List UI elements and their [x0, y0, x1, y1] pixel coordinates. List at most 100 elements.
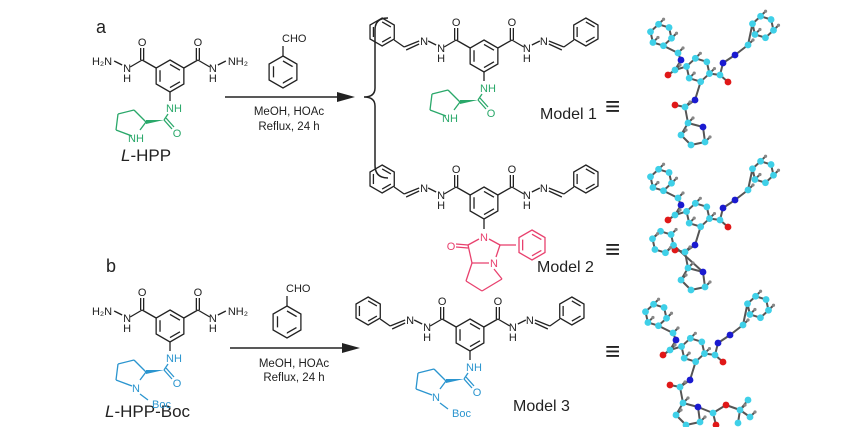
model-atom-h — [684, 273, 688, 277]
model-atom-c — [711, 351, 719, 359]
model-bond — [742, 303, 749, 326]
model-atom-c — [647, 28, 654, 36]
carbonyl-oxygen: O — [138, 287, 147, 299]
amide-nh-label: NH — [480, 83, 496, 95]
model-atom-c — [716, 71, 724, 79]
amide-hydrogen: H — [209, 73, 217, 85]
model-atom-h — [751, 183, 755, 187]
carbonyl-oxygen: O — [138, 37, 147, 49]
h2n-label: H₂N — [92, 306, 112, 318]
model-atom-c — [696, 418, 704, 426]
model-atom-o — [664, 71, 672, 79]
model-atom-c — [649, 235, 656, 243]
model-atom-h — [691, 116, 695, 120]
model-atom-c — [736, 406, 744, 414]
model-atom-c — [765, 306, 772, 314]
model-atom-h — [712, 66, 717, 71]
model-atom-h — [693, 331, 697, 335]
model-atom-c — [701, 283, 709, 291]
amide-nitrogen: N — [523, 190, 531, 202]
product-brace — [363, 17, 389, 179]
conditions-b-line2: Reflux, 24 h — [263, 372, 324, 384]
conditions-b-line1: MeOH, HOAc — [259, 358, 330, 370]
imine-nitrogen: N — [420, 183, 428, 195]
model-atom-c — [770, 26, 777, 34]
model-atom-h — [688, 245, 692, 249]
model-atom-c — [649, 184, 657, 191]
model-atom-c — [762, 34, 769, 42]
reactant-label-lhpp-boc: L-HPP-Boc — [105, 402, 191, 421]
model-atom-h — [684, 128, 688, 132]
model-atom-c — [660, 304, 668, 311]
model-atom-c — [692, 358, 700, 366]
model-atom-o — [719, 358, 727, 366]
model-atom-c — [744, 396, 752, 404]
model-atom-c — [672, 411, 680, 419]
amide-hydrogen: H — [437, 53, 445, 65]
model-atom-h — [676, 326, 680, 330]
model-atom-c — [681, 103, 689, 111]
equiv-sign-3: ≡ — [605, 336, 620, 366]
boc-label: Boc — [152, 399, 171, 411]
reaction-arrow-a — [225, 92, 355, 102]
model-atom-n — [714, 339, 722, 347]
model-atom-c — [647, 173, 654, 181]
model-atom-c — [749, 165, 756, 173]
model-atom-c — [767, 161, 775, 168]
model-atom-n — [699, 123, 707, 131]
model-atom-h — [687, 351, 691, 355]
amide-oxygen: O — [173, 378, 182, 390]
pyrrolidine-n-label: N — [432, 392, 440, 404]
conditions-a-line1: MeOH, HOAc — [254, 106, 325, 118]
pyrrolidine-n-label: NH — [128, 133, 144, 145]
model-atom-c — [691, 199, 699, 207]
model-atom-c — [770, 171, 777, 179]
model-atom-h — [674, 176, 679, 180]
model-atom-c — [685, 74, 693, 82]
model-bond — [747, 23, 754, 46]
model-atom-c — [674, 49, 682, 57]
model-atom-h — [692, 71, 696, 75]
amide-nh-label: NH — [166, 103, 182, 115]
benzaldehyde-reagent-b: CHO — [272, 283, 311, 339]
model-atom-h — [776, 23, 781, 27]
model-atom-h — [708, 135, 712, 139]
amide-nitrogen: N — [123, 63, 131, 75]
model-atom-h — [763, 154, 768, 158]
model-atom-c — [684, 119, 692, 127]
model-atom-c — [668, 34, 675, 42]
carbonyl-oxygen: O — [508, 164, 517, 176]
model-atom-c — [751, 176, 759, 183]
carbonyl-oxygen: O — [194, 287, 203, 299]
model-atom-c — [767, 16, 775, 23]
model-atom-h — [669, 311, 674, 315]
model-atom-c — [685, 219, 693, 227]
carbonyl-oxygen: O — [494, 296, 503, 308]
model-atom-h — [708, 280, 712, 284]
model-atom-c — [677, 276, 685, 284]
svg-text:≡: ≡ — [605, 234, 620, 264]
amide-nitrogen: N — [209, 313, 217, 325]
amide-nitrogen: N — [423, 322, 431, 334]
model-atom-c — [663, 314, 670, 322]
model-atom-c — [757, 157, 764, 165]
model-atom-c — [762, 179, 769, 187]
model-atom-o — [659, 351, 667, 359]
model-atom-h — [681, 46, 685, 50]
model-atom-c — [671, 66, 679, 74]
model-atom-o — [724, 78, 732, 86]
model-atom-o — [671, 101, 679, 109]
model-atom-n — [726, 331, 734, 339]
model-atom-c — [698, 338, 706, 346]
model-atom-h — [776, 168, 781, 172]
model-atom-c — [682, 421, 690, 427]
carbonyl-oxygen: O — [452, 164, 461, 176]
model-atom-h — [692, 216, 696, 220]
amide-hydrogen: H — [523, 200, 531, 212]
amide-hydrogen: H — [209, 323, 217, 335]
model-atom-h — [655, 232, 660, 236]
